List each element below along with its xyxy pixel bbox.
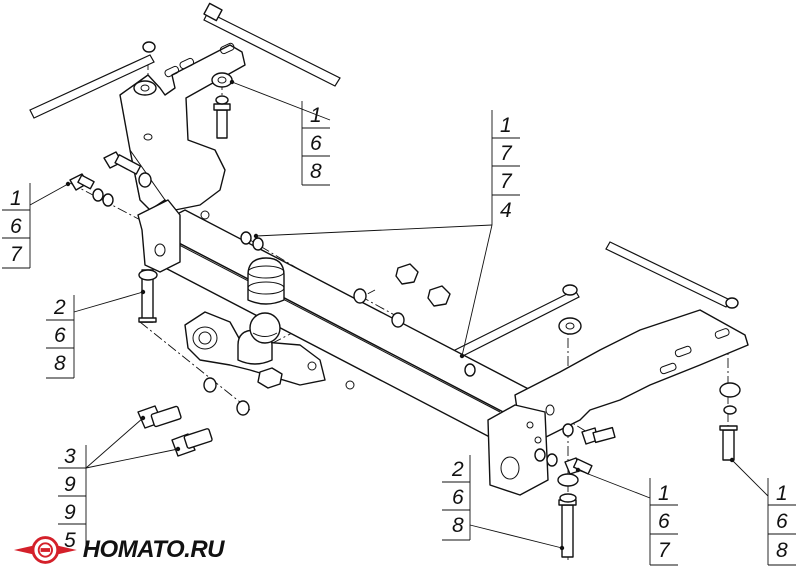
callout-bottom-left: 3 9 9 5 [58,445,87,552]
callout-left-middle-line-2: 6 [54,324,66,347]
callout-bottom-right-b-line-1: 1 [776,482,788,505]
left-long-strap [29,54,155,119]
bolt-right-side [581,426,616,445]
callout-left-middle-line-3: 8 [54,352,66,375]
right-bracket [514,309,749,441]
callout-bottom-left-line-1: 3 [64,445,76,468]
callout-bottom-middle-line-1: 2 [451,458,464,481]
callout-top-center-line-3: 8 [310,160,322,183]
tow-ball-nut [257,367,283,389]
callout-bottom-right-a: 1 6 7 [649,478,678,566]
callout-bottom-right-b-line-3: 8 [776,539,788,562]
bolt-right-vertical [719,425,738,461]
callout-left-upper-line-1: 1 [10,187,22,210]
callout-left-upper-line-3: 7 [10,243,23,266]
leader-lines [29,79,769,551]
callout-center: 1 7 7 4 [491,110,520,225]
tow-ball [249,312,281,344]
callout-left-upper: 1 6 7 [2,183,31,269]
callout-bottom-right-a-line-2: 6 [658,510,670,533]
callout-top-center-line-1: 1 [310,104,322,127]
callout-left-upper-line-2: 6 [10,215,22,238]
callout-top-center-line-2: 6 [310,132,322,155]
left-end-plate [137,199,181,273]
callout-top-center: 1 6 8 [301,101,330,186]
callout-bottom-middle-line-3: 8 [452,514,464,537]
callout-bottom-left-line-3: 9 [64,501,76,524]
right-long-strap [605,241,731,308]
bolt-lower-left-1 [137,405,182,429]
callout-bottom-left-line-2: 9 [64,473,76,496]
homato-logo: HOMATO.RU [12,532,225,568]
logo-text: HOMATO.RU [82,536,225,563]
right-end-plate [487,404,555,496]
top-strap [203,2,341,87]
bolt-top-vertical [213,103,231,139]
callout-bottom-middle-line-2: 6 [452,486,464,509]
callout-center-line-1: 1 [500,114,512,137]
callout-bottom-right-b: 1 6 8 [767,478,796,566]
callout-bottom-right-a-line-3: 7 [658,539,671,562]
homato-logo-icon [13,536,77,564]
callout-center-line-3: 7 [500,170,513,193]
callout-bottom-left-line-4: 5 [64,529,76,552]
fasteners [92,41,741,503]
callout-bottom-right-a-line-1: 1 [658,482,670,505]
bolt-lower-left-2 [171,428,213,457]
callout-left-middle-line-1: 2 [53,296,66,319]
bolt-left-second [103,151,142,175]
tow-ball-cap [247,257,285,305]
bolt-left-upper [69,173,95,191]
callout-center-line-2: 7 [500,142,513,165]
callout-bottom-middle: 2 6 8 [442,455,471,541]
callout-left-middle: 2 6 8 [46,295,75,379]
callout-center-line-4: 4 [500,199,512,222]
callout-bottom-right-b-line-2: 6 [776,510,788,533]
